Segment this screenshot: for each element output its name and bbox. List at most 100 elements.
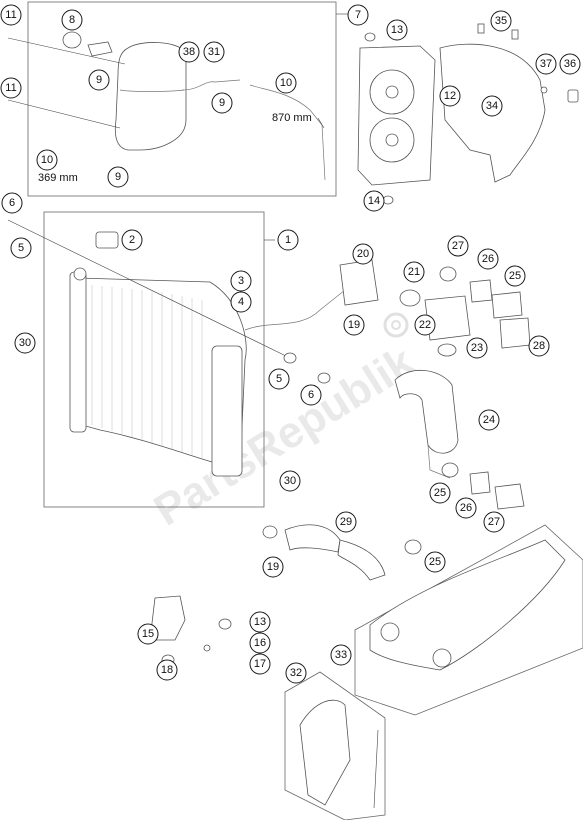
clamp-23 — [437, 343, 457, 357]
radiator-spoiler — [369, 539, 566, 671]
callout-11-upper: 11 — [0, 4, 22, 26]
svg-text:29: 29 — [340, 516, 352, 528]
svg-text:26: 26 — [482, 253, 494, 265]
svg-text:13: 13 — [391, 24, 403, 36]
callout-35: 35 — [490, 10, 512, 32]
svg-text:5: 5 — [18, 242, 24, 254]
callout-25-upper: 25 — [504, 265, 526, 287]
svg-text:22: 22 — [419, 319, 431, 331]
hose-24 — [394, 369, 459, 454]
spacer-36 — [567, 89, 579, 103]
callout-9-middle: 9 — [211, 92, 233, 114]
svg-text:2: 2 — [129, 234, 135, 246]
tank-cap — [62, 31, 82, 49]
svg-text:30: 30 — [284, 475, 296, 487]
callout-24: 24 — [478, 409, 500, 431]
callout-14: 14 — [363, 190, 385, 212]
svg-text:10: 10 — [280, 77, 292, 89]
callout-5-right: 5 — [268, 368, 290, 390]
radiator-hose-upper — [244, 289, 346, 331]
clamp-21 — [399, 289, 421, 307]
bolt-37 — [540, 86, 548, 94]
svg-text:9: 9 — [96, 74, 102, 86]
callout-27-lower: 27 — [483, 511, 505, 533]
svg-text:33: 33 — [335, 649, 347, 661]
svg-text:20: 20 — [357, 248, 369, 260]
dimension-369: 369 mm — [38, 172, 78, 184]
svg-text:25: 25 — [509, 270, 521, 282]
svg-text:10: 10 — [41, 154, 53, 166]
callout-36: 36 — [559, 53, 581, 75]
gear-logo-icon — [383, 312, 409, 338]
callout-34: 34 — [481, 95, 503, 117]
callout-29: 29 — [335, 511, 357, 533]
svg-text:28: 28 — [533, 340, 545, 352]
svg-text:24: 24 — [483, 414, 495, 426]
o-ring-27-upper — [439, 266, 457, 282]
callout-2: 2 — [121, 229, 143, 251]
radiator — [69, 267, 247, 477]
radiator-right-tank — [211, 345, 243, 477]
callout-21: 21 — [403, 261, 425, 283]
thermostat-26-upper — [469, 279, 493, 303]
svg-text:21: 21 — [408, 266, 420, 278]
callout-11-lower: 11 — [0, 77, 22, 99]
svg-text:6: 6 — [9, 197, 15, 209]
overflow-hose — [181, 79, 241, 91]
bolt-17 — [203, 644, 211, 652]
callout-25-middle: 25 — [429, 482, 451, 504]
grommet-6 — [317, 372, 331, 384]
bolt-14 — [382, 195, 394, 205]
dimension-870: 870 mm — [272, 112, 312, 124]
svg-text:7: 7 — [355, 9, 361, 21]
svg-text:9: 9 — [115, 171, 121, 183]
svg-text:25: 25 — [434, 487, 446, 499]
svg-text:11: 11 — [5, 9, 16, 21]
clamp-25-upper — [491, 291, 523, 319]
callout-4: 4 — [230, 291, 252, 313]
callout-3: 3 — [230, 270, 252, 292]
callout-10-lower: 10 — [36, 149, 58, 171]
svg-text:13: 13 — [254, 616, 266, 628]
svg-text:32: 32 — [290, 667, 302, 679]
svg-text:18: 18 — [161, 664, 173, 676]
callout-30-left: 30 — [14, 332, 36, 354]
svg-text:3: 3 — [238, 275, 244, 287]
callout-23: 23 — [466, 337, 488, 359]
radiator-filler-neck — [73, 267, 87, 281]
callout-9-lower: 9 — [107, 166, 129, 188]
svg-text:31: 31 — [208, 46, 220, 58]
callout-17: 17 — [249, 653, 271, 675]
radiator-group-frame — [43, 211, 265, 508]
callout-26-upper: 26 — [477, 248, 499, 270]
callout-32: 32 — [285, 662, 307, 684]
svg-text:5: 5 — [276, 373, 282, 385]
svg-text:37: 37 — [540, 58, 552, 70]
svg-text:35: 35 — [495, 15, 507, 27]
svg-text:26: 26 — [460, 502, 472, 514]
callout-8: 8 — [61, 9, 83, 31]
svg-text:1: 1 — [285, 234, 291, 246]
clamp-25-lower — [441, 462, 459, 478]
callout-7: 7 — [347, 4, 369, 26]
svg-text:6: 6 — [308, 389, 314, 401]
callout-26-lower: 26 — [455, 497, 477, 519]
callout-9-upper: 9 — [88, 69, 110, 91]
callout-13-lower: 13 — [249, 611, 271, 633]
callout-6-right: 6 — [300, 384, 322, 406]
callout-6-left: 6 — [1, 192, 23, 214]
callout-38: 38 — [178, 41, 200, 63]
svg-text:17: 17 — [254, 658, 266, 670]
svg-text:25: 25 — [429, 556, 441, 568]
svg-text:30: 30 — [19, 337, 31, 349]
callout-22: 22 — [414, 314, 436, 336]
svg-text:27: 27 — [452, 240, 464, 252]
screw-35 — [477, 23, 485, 34]
tank-neck-hose — [87, 41, 113, 57]
svg-text:15: 15 — [142, 628, 154, 640]
callout-20: 20 — [352, 243, 374, 265]
protector-frame — [284, 671, 386, 820]
svg-text:4: 4 — [238, 296, 244, 308]
svg-text:16: 16 — [254, 637, 266, 649]
